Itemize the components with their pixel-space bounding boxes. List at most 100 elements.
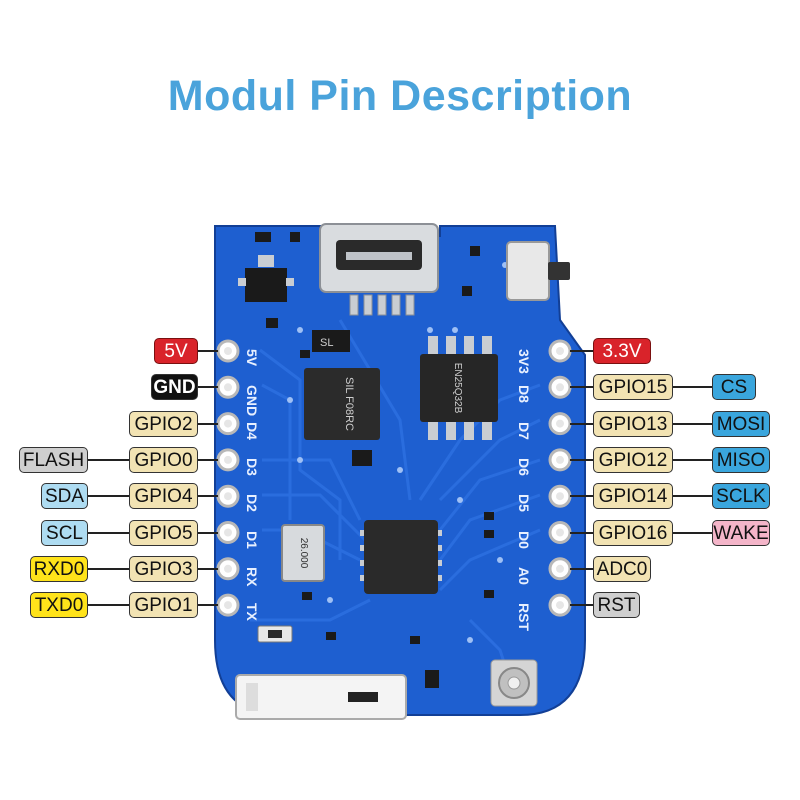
silk-d3: D3 [244,457,260,476]
label-gpio0: GPIO0 [129,446,198,473]
label-gpio1: GPIO1 [129,592,198,619]
silk-d0: D0 [516,530,532,549]
label-gpio5: GPIO5 [129,519,198,546]
connector-line-flash [88,458,129,461]
svg-text:EN25Q32B: EN25Q32B [452,363,463,414]
silk-d6: D6 [516,457,532,476]
led [257,625,293,643]
label-gpio15: GPIO15 [593,374,673,401]
connector-line-d2 [198,495,218,498]
connector-line-rst [570,604,593,607]
connector-line-d1 [198,531,218,534]
label-mosi: MOSI [712,410,770,437]
connector-line-sclk [673,495,712,498]
connector-line-d6 [570,458,593,461]
connector-line-gnd [198,386,218,389]
silk-d7: D7 [516,421,532,440]
pin-hole-tx-center [224,601,232,610]
label-gnd: GND [151,374,198,401]
label-gpio2: GPIO2 [129,410,198,437]
label-gpio16: GPIO16 [593,519,673,546]
silk-a0: A0 [516,566,532,585]
silk-tx: TX [244,603,260,621]
page-title: Modul Pin Description [167,72,633,120]
connector-line-d4 [198,422,218,425]
flash-chip: EN25Q32B [420,336,498,440]
connector-line-mosi [673,422,712,425]
esp8266-chip [360,520,442,594]
right-pin-holes [548,339,572,617]
small-components [255,232,494,688]
label-adc0: ADC0 [593,555,651,582]
label-3.3v: 3.3V [593,338,651,364]
silk-gnd: GND [244,385,260,417]
pin-hole-d3-center [224,455,232,464]
ldo-chip: SL [312,330,350,352]
pin-hole-d0-center [556,528,564,537]
pin-hole-rx-center [224,564,232,573]
label-txd0: TXD0 [30,592,88,619]
connector-line-d7 [570,422,593,425]
label-wake: WAKE [712,519,770,546]
connector-line-rxd0 [88,567,129,570]
antenna-connector [490,659,538,707]
label-gpio4: GPIO4 [129,483,198,510]
label-gpio3: GPIO3 [129,555,198,582]
left-pin-holes [216,339,240,617]
label-rst: RST [593,592,640,619]
silk-d1: D1 [244,530,260,549]
connector-line-scl [88,531,129,534]
svg-text:26.000: 26.000 [298,538,309,569]
pin-hole-gnd-center [224,383,232,392]
label-sda: SDA [41,483,88,510]
silk-d8: D8 [516,385,532,404]
connector-line-txd0 [88,604,129,607]
label-gpio13: GPIO13 [593,410,673,437]
connector-line-tx [198,604,218,607]
pin-hole-d6-center [556,455,564,464]
pin-hole-d1-center [224,528,232,537]
silk-rx: RX [244,566,260,587]
pin-hole-a0-center [556,564,564,573]
usb-uart-chip: SIL F08RC [304,368,380,440]
connector-line-cs [673,386,712,389]
connector-line-d0 [570,531,593,534]
silk-d2: D2 [244,494,260,513]
connector-line-d8 [570,386,593,389]
ldo-marking: SL [320,337,333,349]
label-miso: MISO [712,446,770,473]
silk-d4: D4 [244,421,260,440]
label-scl: SCL [41,519,88,546]
top-left-regulator [238,255,294,302]
usb-connector [319,223,439,316]
connector-line-miso [673,458,712,461]
pin-hole-d7-center [556,419,564,428]
svg-text:SIL F08RC: SIL F08RC [343,377,355,431]
connector-line-3v3 [570,350,593,352]
silk-3v3: 3V3 [516,349,532,374]
ceramic-antenna [235,674,407,720]
label-gpio12: GPIO12 [593,446,673,473]
connector-line-wake [673,531,712,534]
pin-hole-d4-center [224,419,232,428]
connector-line-rx [198,567,218,570]
pin-hole-5v-center [224,347,232,355]
pin-hole-d8-center [556,383,564,392]
connector-line-sda [88,495,129,498]
reset-button [506,241,570,301]
pin-hole-d2-center [224,492,232,501]
pin-hole-3v3-center [556,347,564,355]
label-5v: 5V [154,338,198,364]
crystal: 26.000 [281,524,325,582]
pin-hole-d5-center [556,492,564,501]
silk-rst: RST [516,603,532,632]
connector-line-d5 [570,495,593,498]
connector-line-d3 [198,458,218,461]
label-sclk: SCLK [712,483,770,510]
silk-d5: D5 [516,494,532,513]
label-cs: CS [712,374,756,401]
label-rxd0: RXD0 [30,555,88,582]
connector-line-a0 [570,567,593,570]
silk-5v: 5V [244,349,260,367]
connector-line-5v [198,350,218,352]
